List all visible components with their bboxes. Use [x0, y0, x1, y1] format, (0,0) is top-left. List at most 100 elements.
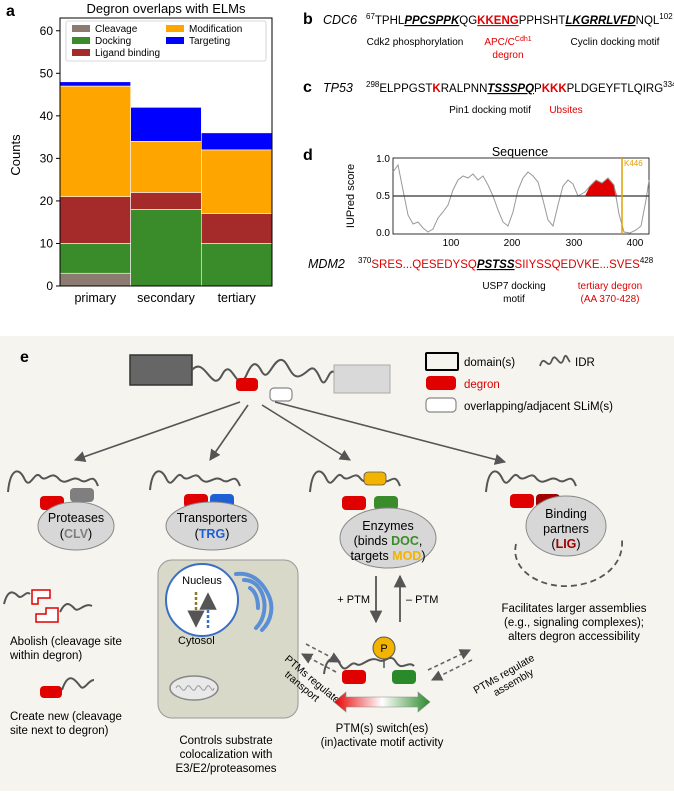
enzymes-label: Enzymes: [362, 519, 413, 533]
bar-tertiary-ligand-binding: [201, 213, 273, 244]
label-apc-text: APC/C: [484, 37, 515, 48]
legend-degron-label: degron: [464, 379, 500, 391]
top-degron: [236, 378, 258, 391]
legend-domain-box: [425, 352, 459, 371]
label-cyclin: Cyclin docking motif: [571, 37, 660, 48]
panel-e-letter: e: [20, 349, 29, 366]
abolish-text-l2: within degron): [9, 650, 82, 662]
proteases-clv: CLV: [64, 527, 89, 541]
legend-slim-label: overlapping/adjacent SLiM(s): [464, 401, 613, 413]
binding-label-l2: partners: [543, 522, 589, 536]
y-tick-label: 50: [40, 66, 54, 80]
arrow-to-proteases: [73, 401, 241, 462]
legend-slim-swatch: [425, 397, 457, 413]
bar-primary-modification: [59, 85, 131, 197]
proteases-clv-slim: [70, 488, 94, 502]
enzymes-binds-line: (binds DOC,: [354, 534, 423, 548]
abolish-fragment-2: [35, 607, 59, 623]
legend-label-targeting: Targeting: [189, 36, 230, 47]
iupred-red-fill: [585, 178, 617, 196]
label-apc-sup: Cdh1: [515, 36, 532, 43]
bar-secondary-ligand-binding: [130, 192, 202, 210]
label-tertiary-l2: (AA 370-428): [581, 294, 640, 305]
transporters-ellipse: [165, 501, 259, 551]
panel-b-letter: b: [303, 11, 313, 28]
arrow-to-enzymes: [261, 404, 351, 461]
x-tick-label: secondary: [137, 291, 195, 305]
label-tertiary-l1: tertiary degron: [578, 281, 642, 292]
y-tick-label: 40: [40, 109, 54, 123]
abolish-idr: [3, 591, 31, 605]
create-degron: [40, 686, 62, 698]
switch-degron: [342, 670, 366, 684]
top-idr-line: [191, 358, 335, 384]
cdc6-end: 102: [659, 12, 673, 21]
cdc6-seq-7: NQL: [636, 15, 660, 27]
label-cdc6-degron: degron: [492, 50, 523, 61]
label-cdk2: Cdk2 phosphorylation: [367, 37, 464, 48]
iupred-xtick-100: 100: [443, 238, 460, 249]
controls-text-l2: colocalization with: [180, 749, 273, 761]
label-usp7-l2: motif: [503, 294, 525, 305]
proteases-ellipse: [37, 501, 115, 551]
panel-d: d Sequence IUPred score K446 1.0 0.5 0.0…: [303, 145, 654, 305]
mdm2-seq-1: SRES...QESEDYSQ: [371, 259, 477, 271]
bar-tertiary-targeting: [201, 132, 273, 151]
facilitates-text-l1: Facilitates larger assemblies: [501, 603, 646, 615]
binding-lig: LIG: [556, 537, 577, 551]
create-text-l1: Create new (cleavage: [10, 711, 122, 723]
panel-c-letter: c: [303, 79, 312, 96]
label-apc: APC/CCdh1: [484, 36, 531, 48]
legend-domain-label: domain(s): [464, 357, 515, 369]
panel-d-letter: d: [303, 147, 313, 164]
domain-light: [333, 364, 391, 394]
binding-idr: [485, 470, 577, 493]
switch-double-arrow: [333, 691, 431, 713]
phospho-circle: [372, 636, 396, 660]
iupred-ytick-1: 1.0: [376, 154, 390, 165]
arrow-to-transporters: [209, 404, 249, 461]
bar-secondary-docking: [130, 209, 202, 287]
k446-label: K446: [624, 159, 643, 168]
gene-cdc6: CDC6: [323, 13, 357, 27]
tp53-seq-1: ELPPGST: [379, 83, 432, 95]
chart-title: Degron overlaps with ELMs: [87, 1, 246, 16]
binding-degron: [510, 494, 534, 508]
switch-doc-slim: [392, 670, 416, 684]
proteases-open: (: [60, 527, 65, 541]
cdc6-start: 67: [366, 12, 375, 21]
iupred-xtick-200: 200: [504, 238, 521, 249]
panel-a: a Degron overlaps with ELMs Counts 01020…: [6, 1, 273, 305]
bar-tertiary-modification: [201, 149, 273, 214]
x-tick-label: tertiary: [218, 291, 257, 305]
cdc6-seq-6: LKGRRLVFD: [565, 15, 635, 27]
tp53-seq-6: KKK: [542, 83, 568, 95]
chart-legend: Cleavage Modification Docking Targeting …: [65, 20, 267, 62]
iupred-ytick-0: 0.0: [376, 228, 390, 239]
y-tick-label: 20: [40, 194, 54, 208]
iupred-title: Sequence: [492, 145, 548, 159]
proteases-label: Proteases: [48, 511, 104, 525]
tp53-seq-5: P: [534, 83, 542, 95]
cytosol-label: Cytosol: [178, 635, 215, 647]
legend-swatch-ligand: [72, 49, 90, 56]
plus-ptm-label: + PTM: [337, 594, 370, 606]
cdc6-seq-5: PPHSHT: [519, 15, 566, 27]
iupred-xtick-400: 400: [627, 238, 644, 249]
panel-e: e domain(s) IDR degron overlapping/adjac…: [0, 336, 674, 791]
chart-bars: [59, 81, 273, 287]
controls-text-l1: Controls substrate: [179, 735, 272, 747]
domain-dark: [129, 354, 193, 386]
bar-secondary-modification: [130, 141, 202, 193]
proteases-idr: [7, 470, 99, 493]
enzymes-binds: (binds: [354, 534, 392, 548]
y-axis-label: Counts: [8, 134, 23, 176]
enzymes-targets-line: targets MOD): [350, 549, 425, 563]
bar-primary-ligand-binding: [59, 196, 131, 244]
binding-group: Binding partners (LIG) Facilitates large…: [427, 470, 647, 699]
enzymes-group: Enzymes (binds DOC, targets MOD) + PTM –…: [309, 470, 444, 749]
proteases-code-line: (CLV): [60, 527, 92, 541]
nucleus-label: Nucleus: [182, 575, 222, 587]
facilitates-text-l2: (e.g., signaling complexes);: [504, 617, 644, 629]
